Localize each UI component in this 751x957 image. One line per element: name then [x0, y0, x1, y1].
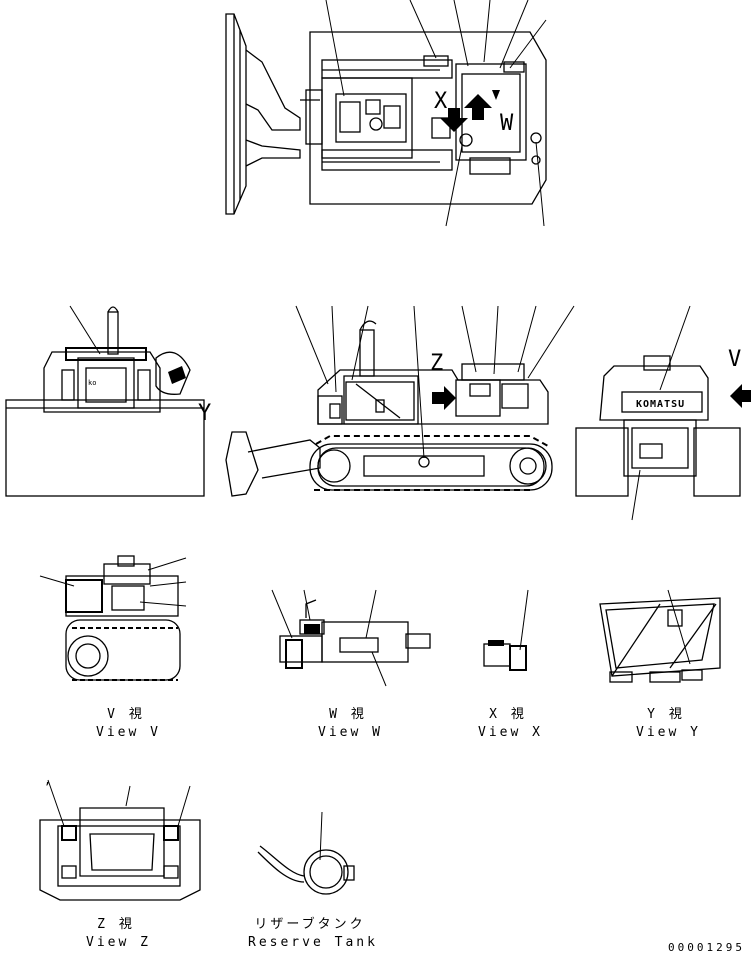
side-view	[225, 305, 575, 497]
reserve-tank-detail	[257, 811, 355, 895]
view-y-caption-jp: Y 視	[647, 707, 685, 722]
view-marker-z: Z	[430, 351, 443, 376]
view-z-detail	[39, 779, 201, 901]
brand-decal-small: ko	[88, 379, 96, 387]
view-z-caption: Z 視 View Z	[86, 916, 151, 952]
front-view	[5, 305, 205, 497]
view-w-detail	[271, 589, 431, 687]
view-y-caption-en: View Y	[636, 725, 701, 740]
view-v-caption-en: View V	[96, 725, 161, 740]
view-x-detail	[483, 589, 529, 671]
reserve-tank-caption-en: Reserve Tank	[248, 935, 378, 950]
view-v-detail	[39, 555, 187, 681]
top-plan-view	[225, 0, 547, 227]
brand-decal: KOMATSU	[636, 399, 685, 410]
view-v-caption-jp: V 視	[107, 707, 145, 722]
view-x-caption-en: View X	[478, 725, 543, 740]
view-x-caption: X 視 View X	[478, 706, 543, 742]
reference-number: 00001295	[668, 941, 745, 954]
view-w-caption-jp: W 視	[329, 707, 367, 722]
view-x-caption-jp: X 視	[489, 707, 527, 722]
view-y-detail	[599, 589, 721, 683]
reserve-tank-caption-jp: リザーブタンク	[254, 917, 366, 932]
view-marker-v: V	[728, 347, 741, 372]
view-z-caption-jp: Z 視	[97, 917, 135, 932]
tick-mark: ,	[44, 773, 53, 787]
reserve-tank-caption: リザーブタンク Reserve Tank	[248, 916, 378, 952]
view-marker-y: Y	[198, 401, 211, 426]
view-y-caption: Y 視 View Y	[636, 706, 701, 742]
view-v-caption: V 視 View V	[96, 706, 161, 742]
rear-view	[575, 305, 751, 521]
view-w-caption: W 視 View W	[318, 706, 383, 742]
view-marker-x: X	[434, 89, 448, 114]
view-marker-w: W	[500, 111, 514, 136]
view-z-caption-en: View Z	[86, 935, 151, 950]
view-w-caption-en: View W	[318, 725, 383, 740]
